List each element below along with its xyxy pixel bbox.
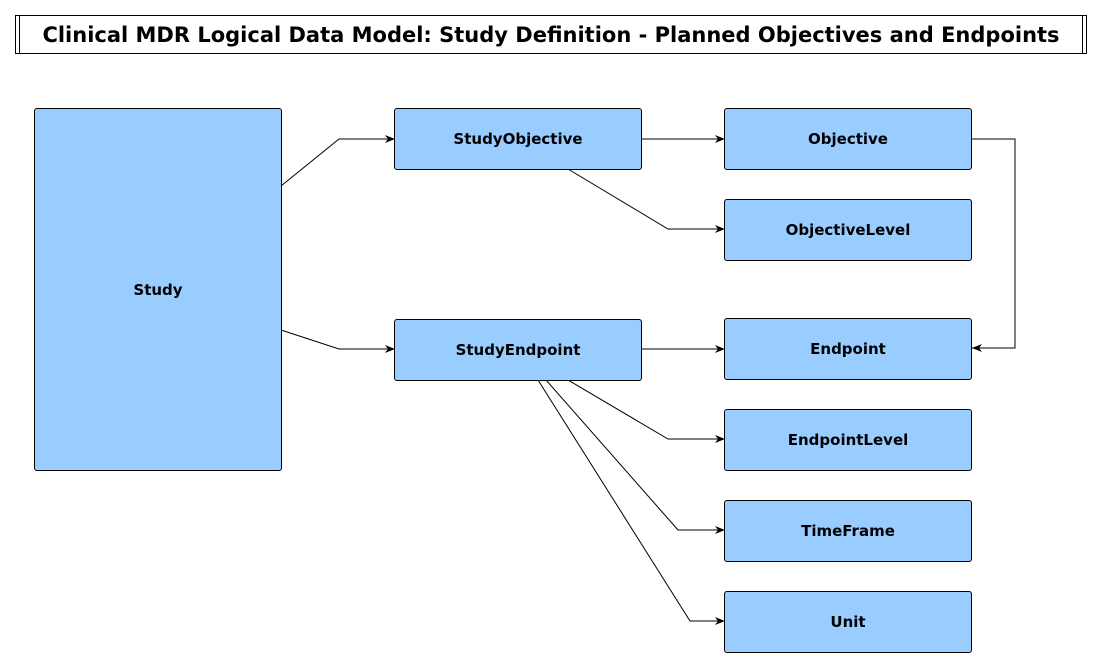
- entity-unit[interactable]: Unit: [724, 591, 972, 653]
- edge-studyobjective-to-objectivelevel: [567, 168, 725, 233]
- entity-endpoint-label: Endpoint: [810, 340, 886, 358]
- entity-timeframe[interactable]: TimeFrame: [724, 500, 972, 562]
- edge-study-to-studyobjective: [280, 135, 395, 187]
- entity-study[interactable]: Study: [34, 108, 282, 471]
- entity-endpointlevel[interactable]: EndpointLevel: [724, 409, 972, 471]
- entity-objective[interactable]: Objective: [724, 108, 972, 170]
- edge-studyendpoint-to-endpointlevel: [567, 379, 725, 443]
- entity-endpointlevel-label: EndpointLevel: [787, 431, 909, 449]
- entity-studyendpoint-label: StudyEndpoint: [455, 341, 581, 359]
- entity-studyobjective-label: StudyObjective: [453, 130, 583, 148]
- diagram-title-inner-frame: Clinical MDR Logical Data Model: Study D…: [19, 16, 1083, 53]
- entity-timeframe-label: TimeFrame: [801, 522, 895, 540]
- entity-unit-label: Unit: [830, 613, 866, 631]
- edge-studyendpoint-to-timeframe: [545, 379, 725, 534]
- edge-objective-to-endpoint: [971, 138, 1016, 352]
- entity-studyendpoint[interactable]: StudyEndpoint: [394, 319, 642, 381]
- entity-objective-label: Objective: [808, 130, 888, 148]
- entity-objectivelevel[interactable]: ObjectiveLevel: [724, 199, 972, 261]
- edge-study-to-studyendpoint: [280, 329, 395, 353]
- entity-studyobjective[interactable]: StudyObjective: [394, 108, 642, 170]
- diagram-title-frame: Clinical MDR Logical Data Model: Study D…: [15, 15, 1087, 54]
- edge-studyendpoint-to-unit: [537, 379, 725, 625]
- diagram-title: Clinical MDR Logical Data Model: Study D…: [42, 22, 1060, 47]
- entity-objectivelevel-label: ObjectiveLevel: [785, 221, 911, 239]
- entity-study-label: Study: [133, 280, 183, 299]
- entity-endpoint[interactable]: Endpoint: [724, 318, 972, 380]
